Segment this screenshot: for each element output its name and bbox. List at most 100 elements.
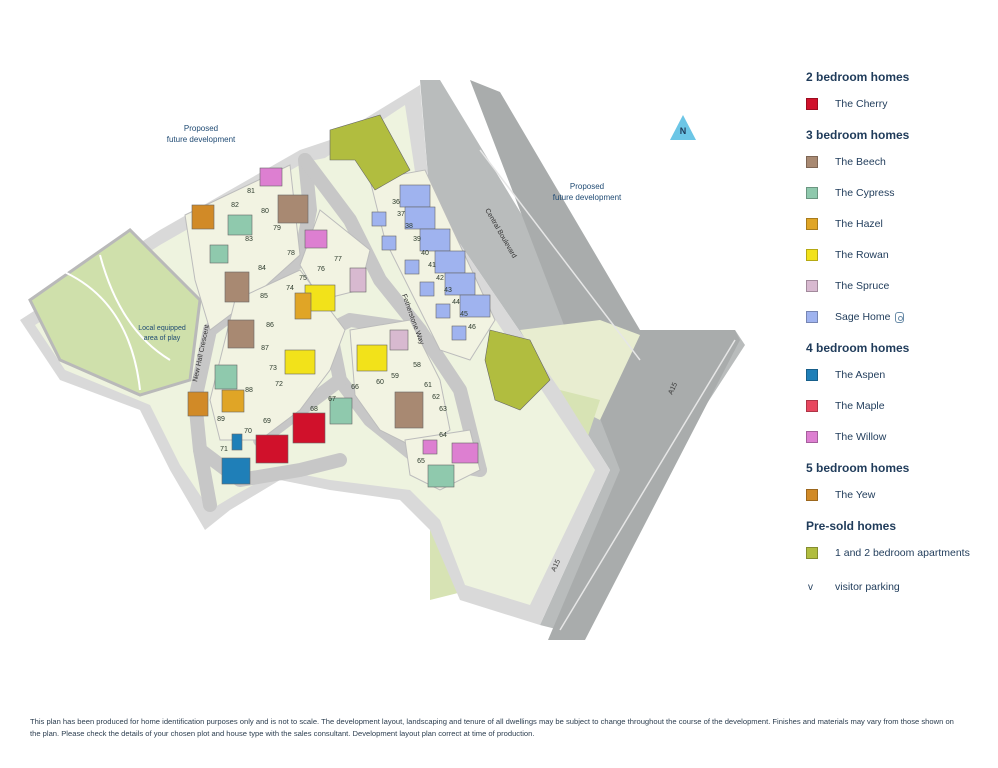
plot-number: 36: [392, 199, 400, 206]
plot-number: 37: [397, 211, 405, 218]
legend-heading: 3 bedroom homes: [806, 128, 910, 142]
plot-number: 59: [391, 373, 399, 380]
plot-number: 77: [334, 256, 342, 263]
plot-number: 39: [413, 236, 421, 243]
legend-item: The Yew: [806, 485, 991, 505]
plot-number: 68: [310, 406, 318, 413]
legend-label: The Cherry: [835, 98, 888, 110]
plot-number: 81: [247, 188, 255, 195]
plot-number: 84: [258, 265, 266, 272]
legend-label: The Rowan: [835, 249, 889, 261]
plot-number: 73: [269, 365, 277, 372]
plot-number: 89: [217, 416, 225, 423]
legend-swatch: [806, 311, 818, 323]
legend-heading: 5 bedroom homes: [806, 461, 910, 475]
legend-label: The Hazel: [835, 218, 883, 230]
plot-number: 40: [421, 250, 429, 257]
plot-number: 42: [436, 275, 444, 282]
plot-number: 41: [428, 262, 436, 269]
legend-item: The Hazel: [806, 214, 991, 234]
plot-number: 58: [413, 362, 421, 369]
plot-number: 80: [261, 208, 269, 215]
legend-swatch: [806, 489, 818, 501]
legend-label: The Aspen: [835, 369, 886, 381]
parking-key: v: [808, 581, 813, 593]
play-area-label-line2: area of play: [144, 335, 181, 342]
legend-label: The Yew: [835, 489, 876, 501]
apartments-east: [484, 329, 551, 411]
legend-swatch: [806, 249, 818, 261]
plot-number: 69: [263, 418, 271, 425]
proposed-development-e-line2: future development: [553, 193, 622, 202]
plot-number: 38: [405, 223, 413, 230]
disclaimer: This plan has been produced for home ide…: [30, 717, 954, 738]
legend-item: The Rowan: [806, 245, 991, 265]
plot-number: 63: [439, 406, 447, 413]
plot-number: 79: [273, 225, 281, 232]
legend-parking: v visitor parking: [806, 577, 991, 597]
legend-label: The Spruce: [835, 280, 890, 292]
legend-item: 1 and 2 bedroom apartments: [806, 543, 991, 563]
play-area-label-line1: Local equipped: [138, 325, 186, 332]
legend-label: The Cypress: [835, 187, 895, 199]
plot-number: 72: [275, 381, 283, 388]
plot-number: 87: [261, 345, 269, 352]
plot-number: 83: [245, 236, 253, 243]
site-plan-map: Proposed future development Proposed fut…: [20, 80, 745, 640]
plot-number: 65: [417, 458, 425, 465]
north-label: N: [680, 126, 687, 136]
legend-label: 1 and 2 bedroom apartments: [835, 547, 970, 559]
sage-home-icon: [895, 311, 905, 323]
legend-item: The Spruce: [806, 276, 991, 296]
legend-item: The Cherry: [806, 94, 991, 114]
legend-item: The Aspen: [806, 365, 991, 385]
legend-label: Sage Home: [835, 311, 891, 323]
internal-roads: [188, 153, 487, 512]
plot-number: 45: [460, 311, 468, 318]
legend-swatch: [806, 218, 818, 230]
legend-label: The Willow: [835, 431, 887, 443]
plot-number: 71: [220, 446, 228, 453]
house-markers: [187, 114, 551, 488]
legend-swatch: [806, 431, 818, 443]
legend-swatch: [806, 280, 818, 292]
legend-item: The Willow: [806, 427, 991, 447]
plot-number: 64: [439, 432, 447, 439]
legend-swatch: [806, 156, 818, 168]
play-area: [28, 228, 202, 397]
plot-number: 43: [444, 287, 452, 294]
plot-number: 61: [424, 382, 432, 389]
legend-swatch: [806, 547, 818, 559]
plot-number: 76: [317, 266, 325, 273]
legend-label: The Beech: [835, 156, 886, 168]
plot-number: 44: [452, 299, 460, 306]
plot-number: 86: [266, 322, 274, 329]
plot-number: 85: [260, 293, 268, 300]
plot-number: 88: [245, 387, 253, 394]
proposed-development-nw-line1: Proposed: [184, 124, 218, 133]
road-a15-lower: A15: [550, 559, 562, 573]
legend-item: The Maple: [806, 396, 991, 416]
legend-heading: 4 bedroom homes: [806, 341, 910, 355]
plot-number: 66: [351, 384, 359, 391]
legend-swatch: [806, 400, 818, 412]
legend-section: Pre-sold homes 1 and 2 bedroom apartments: [806, 519, 991, 563]
legend-item: The Cypress: [806, 183, 991, 203]
plot-number: 78: [287, 250, 295, 257]
legend-swatch: [806, 98, 818, 110]
legend-swatch: [806, 187, 818, 199]
plot-number: 70: [244, 428, 252, 435]
plot-number: 74: [286, 285, 294, 292]
plot-number: 75: [299, 275, 307, 282]
legend-heading: Pre-sold homes: [806, 519, 897, 533]
legend-item: Sage Home: [806, 307, 991, 327]
legend-item: The Beech: [806, 152, 991, 172]
parking-label: visitor parking: [835, 581, 900, 593]
north-arrow-icon: N: [670, 115, 696, 140]
